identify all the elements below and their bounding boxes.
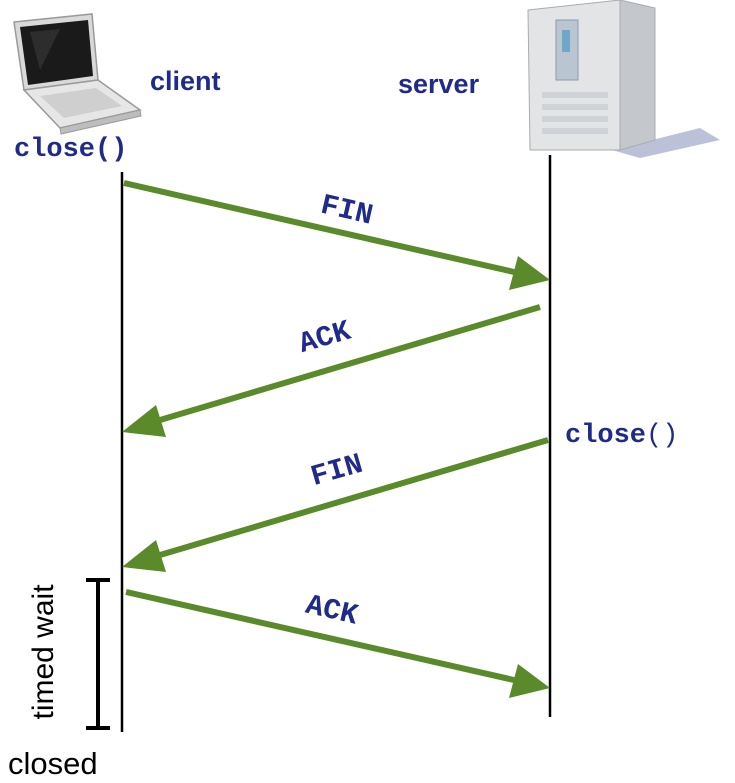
- timed-wait-bracket: [86, 578, 110, 730]
- msg-label-3: FIN: [307, 448, 366, 494]
- ack-arrow-client-to-server: [125, 589, 515, 683]
- server-label: server: [398, 69, 480, 99]
- ack2-arrowhead: [509, 664, 550, 698]
- msg-label-4: ACK: [303, 589, 362, 633]
- fin-arrowhead: [509, 256, 550, 290]
- ack-arrowhead: [122, 405, 166, 437]
- server-close-parens: (): [646, 421, 678, 451]
- client-close-call: close(): [14, 135, 127, 165]
- server-tower-icon: [527, 0, 720, 158]
- msg-label-2: ACK: [295, 315, 355, 361]
- fin-arrow-server-to-client: [159, 437, 549, 558]
- fin-arrow-client-to-server: [123, 180, 515, 275]
- client-label: client: [150, 66, 221, 96]
- timed-wait-label: timed wait: [27, 584, 60, 720]
- fin2-arrowhead: [122, 540, 166, 572]
- server-close-call: close(): [565, 421, 678, 451]
- ack-arrow-server-to-client: [159, 304, 541, 423]
- msg-label-1: FIN: [318, 189, 376, 233]
- laptop-icon: [13, 13, 142, 135]
- server-close-fn: close: [565, 421, 646, 451]
- closed-label: closed: [8, 746, 98, 781]
